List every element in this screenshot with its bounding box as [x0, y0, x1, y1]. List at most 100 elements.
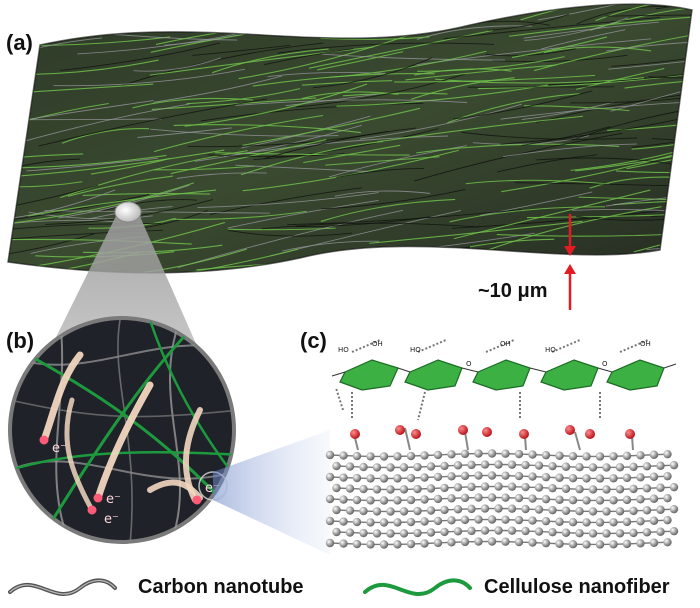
film-fiber	[312, 57, 433, 89]
carbon-atom	[669, 526, 679, 536]
carbon-atom	[609, 518, 618, 527]
carbon-atom	[568, 539, 578, 549]
cellulose-nanofiber-legend-icon	[363, 578, 472, 596]
carbon-atom	[379, 474, 389, 483]
film-fiber	[336, 84, 549, 107]
film-fiber	[277, 5, 382, 27]
film-fiber	[180, 4, 369, 18]
carbon-atom	[440, 505, 449, 515]
carbon-atom	[447, 472, 456, 481]
carbon-atom	[568, 473, 578, 483]
carbon-atom	[575, 506, 584, 516]
film-fiber	[206, 4, 308, 25]
carbon-atom	[602, 529, 611, 538]
carbon-atom	[528, 516, 537, 525]
carbon-atom	[507, 526, 517, 535]
film-fiber	[633, 220, 692, 253]
carbon-atom	[372, 463, 382, 472]
film-fiber	[317, 277, 399, 286]
carbon-atom	[663, 493, 672, 503]
carbon-atom	[447, 516, 456, 525]
carbon-atom	[548, 527, 557, 537]
film-fiber	[26, 157, 159, 172]
film-fiber	[411, 77, 515, 100]
carbon-atom	[649, 538, 659, 547]
film-fiber	[8, 189, 116, 221]
carbon-atom	[528, 494, 537, 503]
film-fiber	[285, 9, 397, 12]
film-fiber	[611, 48, 692, 67]
carbon-atom	[642, 462, 652, 471]
film-fiber	[153, 165, 255, 171]
carbon-atom	[521, 526, 530, 536]
film-fiber	[121, 42, 324, 87]
film-fiber	[212, 48, 329, 74]
carbon-atom	[359, 484, 368, 494]
carbon-atom	[609, 540, 618, 549]
film-fiber	[610, 54, 692, 112]
carbon-atom	[629, 506, 638, 516]
film-fiber	[394, 74, 596, 83]
carbon-atom	[548, 505, 557, 515]
film-fiber	[90, 158, 170, 175]
film-fiber	[521, 259, 692, 273]
carbon-atom	[582, 452, 591, 461]
film-fiber	[615, 162, 692, 174]
film-fiber	[523, 105, 630, 112]
film-fiber	[605, 14, 692, 17]
carbon-atom	[480, 482, 490, 491]
film-fiber	[605, 184, 692, 207]
carbon-atom	[534, 483, 544, 492]
carbon-atom	[474, 537, 483, 546]
carbon-atom	[582, 540, 591, 549]
film-fiber	[227, 200, 379, 229]
film-fiber	[8, 4, 223, 11]
film-fiber	[417, 56, 565, 72]
carbon-atom	[467, 482, 476, 492]
film-fiber	[282, 240, 379, 252]
film-fiber	[82, 192, 211, 197]
film-fiber	[27, 83, 154, 93]
film-fiber	[320, 198, 456, 222]
film-fiber	[572, 208, 692, 220]
film-fiber	[223, 135, 449, 158]
carbon-atom	[548, 483, 557, 493]
carbon-atom	[339, 473, 348, 482]
film-fiber	[263, 48, 354, 66]
carbon-atom	[663, 471, 672, 481]
film-fiber	[658, 4, 692, 5]
carbon-atom	[575, 462, 584, 472]
carbon-atom	[514, 449, 524, 459]
carbon-atom	[656, 527, 665, 536]
film-fiber	[576, 6, 666, 25]
film-fiber	[236, 31, 322, 35]
film-fiber	[575, 146, 692, 172]
carbon-atom	[656, 505, 665, 514]
carbon-atom	[325, 516, 335, 526]
carbon-atom	[615, 507, 625, 516]
film-fiber	[520, 4, 672, 21]
carbon-atom	[433, 494, 443, 504]
carbon-atom	[649, 472, 659, 481]
carbon-atom	[501, 449, 510, 458]
carbon-atom	[514, 493, 524, 503]
film-fiber	[511, 36, 608, 59]
carbon-atom	[453, 461, 463, 470]
carbon-atom	[649, 516, 659, 525]
carbon-atom	[339, 517, 348, 526]
carbon-atom	[636, 473, 645, 482]
carbon-atom	[399, 463, 409, 472]
carbon-atom	[561, 506, 571, 515]
film-fiber	[626, 116, 692, 170]
carbon-atom	[649, 494, 659, 503]
carbon-atom	[372, 529, 382, 538]
film-fiber	[8, 233, 95, 256]
carbon-atom	[528, 538, 537, 547]
electron-label: e⁻	[104, 512, 119, 527]
film-fiber	[137, 127, 232, 138]
film-fiber	[297, 12, 398, 20]
film-fiber	[150, 128, 339, 137]
carbon-atom	[339, 495, 348, 504]
carbon-atom	[413, 528, 422, 538]
